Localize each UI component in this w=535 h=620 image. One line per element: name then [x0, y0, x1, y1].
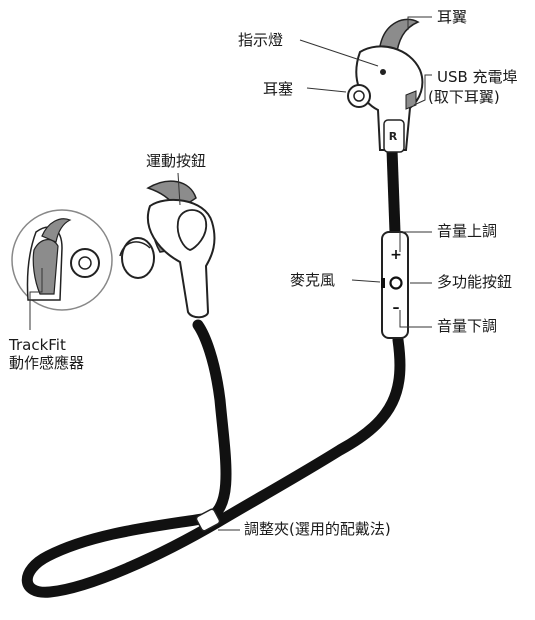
label-multi-function-button: 多功能按鈕	[437, 273, 513, 291]
left-earbud	[119, 180, 216, 319]
cable	[21, 144, 406, 598]
label-microphone: 麥克風	[290, 271, 336, 289]
right-ear-tip	[347, 84, 371, 108]
right-earbud	[347, 18, 424, 153]
label-usb-port-line1: USB 充電埠	[437, 68, 518, 86]
label-trackfit-line2: 動作感應器	[9, 354, 85, 372]
usb-port	[405, 90, 417, 110]
label-indicator-light: 指示燈	[238, 31, 284, 49]
label-trackfit-line1: TrackFit	[9, 336, 66, 354]
label-sport-button: 運動按鈕	[146, 152, 207, 170]
microphone	[381, 278, 385, 288]
indicator-light	[380, 69, 386, 75]
left-ear-tip	[119, 237, 155, 279]
adjust-clip	[195, 508, 221, 532]
volume-minus-mark: –	[393, 300, 400, 316]
multi-function-button	[389, 276, 403, 290]
trackfit-inset	[11, 209, 113, 311]
label-ear-tip: 耳塞	[263, 80, 294, 98]
sport-button	[176, 209, 208, 251]
leader-lines	[29, 16, 432, 531]
label-usb-port-line2: (取下耳翼)	[428, 88, 500, 106]
label-adjust-clip: 調整夾(選用的配戴法)	[244, 520, 391, 538]
label-volume-up: 音量上調	[437, 222, 498, 240]
label-volume-down: 音量下調	[437, 317, 498, 335]
label-ear-wing: 耳翼	[437, 8, 468, 26]
inline-remote	[381, 231, 409, 339]
volume-plus-mark: +	[390, 247, 402, 263]
right-side-mark: R	[389, 130, 398, 143]
